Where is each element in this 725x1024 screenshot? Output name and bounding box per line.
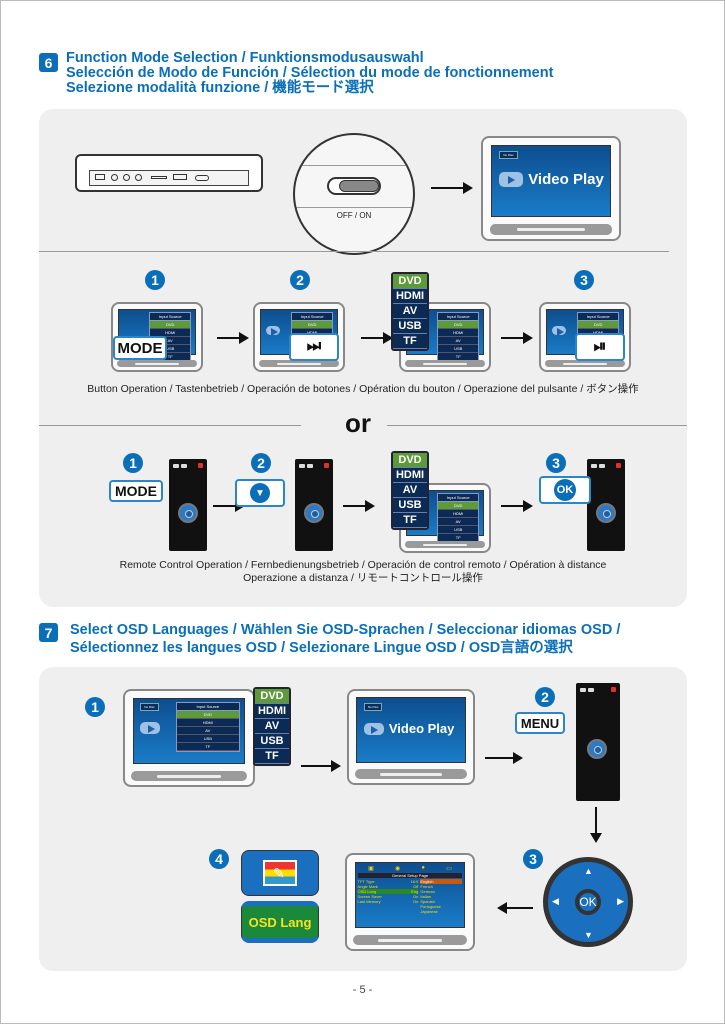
ok-button-icon: OK [554, 479, 576, 501]
setup-tab-icon[interactable]: ▣ [368, 865, 374, 872]
section-number-badge: 6 [39, 53, 58, 72]
arrow-right [301, 760, 341, 772]
down-arrow-callout[interactable]: ▼ [235, 479, 285, 507]
power-switch-small[interactable] [195, 175, 209, 181]
power-switch-zoom: OFF / ON [293, 133, 415, 255]
remote-control [169, 459, 207, 551]
source-option[interactable]: DVD [393, 274, 427, 289]
source-option[interactable]: AV [255, 719, 289, 734]
arrow-right [431, 182, 473, 194]
play-icon [363, 722, 384, 735]
step-3-badge: 3 [523, 849, 543, 869]
step-3-badge: 3 [546, 453, 566, 473]
section-7-title: Select OSD Languages / Wählen Sie OSD-Sp… [70, 622, 621, 656]
tv-input-source: No Disc Input Source DVD HDMI AV USB TF [123, 689, 255, 787]
source-option[interactable]: USB [393, 498, 427, 513]
divider [39, 425, 301, 426]
or-label: or [345, 408, 371, 438]
arrow-right [361, 332, 393, 344]
step-2-badge: 2 [290, 270, 310, 290]
arrow-right [217, 332, 249, 344]
source-option[interactable]: DVD [393, 453, 427, 468]
remote-control [587, 459, 625, 551]
source-option[interactable]: DVD [255, 689, 289, 704]
setup-icon-callout: ✎ [241, 850, 319, 896]
ok-button[interactable]: OK [575, 889, 601, 915]
arrow-right [501, 332, 533, 344]
step-1-badge: 1 [85, 697, 105, 717]
source-list-callout: DVD HDMI AV USB TF [253, 687, 291, 766]
right-arrow-icon[interactable]: ▶ [617, 896, 624, 906]
setup-tabs: ▣ ◉ ● ▭ [358, 865, 463, 872]
arrow-right [343, 500, 375, 512]
tv-video-play: No Disc Video Play [347, 689, 475, 785]
source-option[interactable]: TF [255, 749, 289, 764]
remote-control [576, 683, 620, 801]
audio-tab-icon[interactable]: ◉ [394, 865, 401, 872]
source-list-callout: DVD HDMI AV USB TF [391, 272, 429, 351]
source-option[interactable]: TF [393, 513, 427, 528]
down-arrow-icon: ▼ [250, 483, 270, 503]
menu-callout[interactable]: MENU [515, 712, 565, 734]
divider [387, 425, 687, 426]
language-list: English French German Italian Spanish Po… [420, 878, 463, 914]
source-option[interactable]: HDMI [255, 704, 289, 719]
step-1-badge: 1 [145, 270, 165, 290]
source-option[interactable]: HDMI [393, 468, 427, 483]
play-pause-button-callout[interactable]: ⏯ [575, 333, 625, 361]
section-6-panel: OFF / ON No Disc Video Play 1 2 3 Input … [39, 109, 687, 607]
source-option[interactable]: HDMI [393, 289, 427, 304]
step-4-badge: 4 [209, 849, 229, 869]
preference-tab-icon[interactable]: ▭ [446, 865, 452, 872]
step-1-badge: 1 [123, 453, 143, 473]
source-option[interactable]: AV [393, 304, 427, 319]
tv-source-menu: Input Source DVD HDMI AV USB TF [399, 302, 491, 372]
next-button-callout[interactable]: ⏭ [289, 333, 339, 361]
step-3-badge: 3 [574, 270, 594, 290]
section-7-header: 7 Select OSD Languages / Wählen Sie OSD-… [39, 621, 620, 657]
button-operation-caption: Button Operation / Tastenbetrieb / Opera… [87, 383, 639, 395]
page-number: - 5 - [352, 984, 373, 996]
setup-wrench-icon: ✎ [263, 860, 297, 886]
mode-remote-callout[interactable]: MODE [109, 480, 163, 502]
step-2-badge: 2 [535, 687, 555, 707]
section-6-header: 6 Function Mode Selection / Funktionsmod… [39, 51, 553, 96]
remote-operation-caption: Remote Control Operation / Fernbedienung… [119, 559, 607, 584]
source-option[interactable]: AV [393, 483, 427, 498]
source-list-callout: DVD HDMI AV USB TF [391, 451, 429, 530]
video-tab-icon[interactable]: ● [421, 864, 426, 871]
power-switch[interactable] [327, 177, 381, 195]
down-arrow-icon[interactable]: ▼ [584, 930, 593, 940]
remote-control [295, 459, 333, 551]
up-arrow-icon[interactable]: ▲ [584, 866, 593, 876]
divider [39, 251, 669, 252]
left-arrow-icon[interactable]: ◀ [552, 896, 559, 906]
section-6-title: Function Mode Selection / Funktionsmodus… [66, 50, 554, 96]
source-option[interactable]: USB [255, 734, 289, 749]
source-option[interactable]: USB [393, 319, 427, 334]
dpad-ok[interactable]: OK ▲ ▼ ◀ ▶ [543, 857, 633, 947]
source-option[interactable]: TF [393, 334, 427, 349]
setup-page-title: General Setup Page [357, 872, 463, 878]
arrow-right [485, 752, 523, 764]
section-7-panel: 1 No Disc Input Source DVD HDMI AV USB T… [39, 667, 687, 971]
mode-button-callout[interactable]: MODE [113, 336, 167, 360]
tv-video-play: No Disc Video Play [481, 136, 621, 241]
power-switch-label: OFF / ON [336, 211, 372, 220]
play-icon [499, 172, 524, 188]
step-2-badge: 2 [251, 453, 271, 473]
arrow-left [497, 902, 533, 914]
arrow-down [590, 807, 602, 843]
section-number-badge: 7 [39, 623, 58, 642]
osd-lang-callout[interactable]: OSD Lang [241, 901, 319, 943]
ok-callout[interactable]: OK [539, 476, 591, 504]
arrow-right [501, 500, 533, 512]
tv-source-menu: Input Source DVD HDMI AV USB TF [399, 483, 491, 553]
dvd-player-side-view [75, 154, 263, 192]
